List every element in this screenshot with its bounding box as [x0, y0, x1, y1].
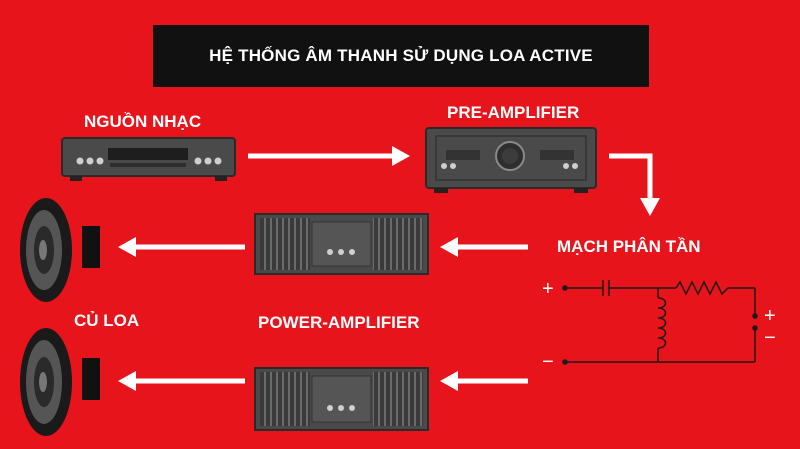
preamp-device [425, 127, 597, 193]
crossover-circuit [562, 280, 758, 365]
label-preamp: PRE-AMPLIFIER [447, 103, 580, 122]
speaker-icon-top [20, 198, 100, 302]
arrow-preamp-to-crossover [609, 153, 660, 216]
arrow-crossover-to-amp-top [440, 237, 528, 257]
label-crossover: MẠCH PHÂN TẦN [557, 237, 701, 256]
label-power-amp: POWER-AMPLIFIER [258, 313, 420, 332]
power-amp-device-top [254, 213, 429, 275]
arrow-amp-to-speaker-top [118, 237, 245, 257]
circuit-plus-out: + [764, 305, 776, 327]
diagram-title: HỆ THỐNG ÂM THANH SỬ DỤNG LOA ACTIVE [153, 25, 649, 87]
circuit-plus-in: + [542, 278, 554, 300]
power-amp-device-bottom [254, 367, 429, 431]
label-source: NGUỒN NHẠC [84, 112, 202, 131]
arrow-crossover-to-amp-bottom [440, 371, 528, 391]
arrow-amp-to-speaker-bottom [118, 371, 245, 391]
circuit-minus-out: − [764, 327, 776, 349]
speaker-icon-bottom [20, 328, 100, 436]
label-speaker: CỦ LOA [74, 311, 140, 330]
music-source-device [61, 137, 236, 181]
arrow-source-to-preamp [248, 146, 410, 166]
circuit-minus-in: − [542, 351, 554, 373]
